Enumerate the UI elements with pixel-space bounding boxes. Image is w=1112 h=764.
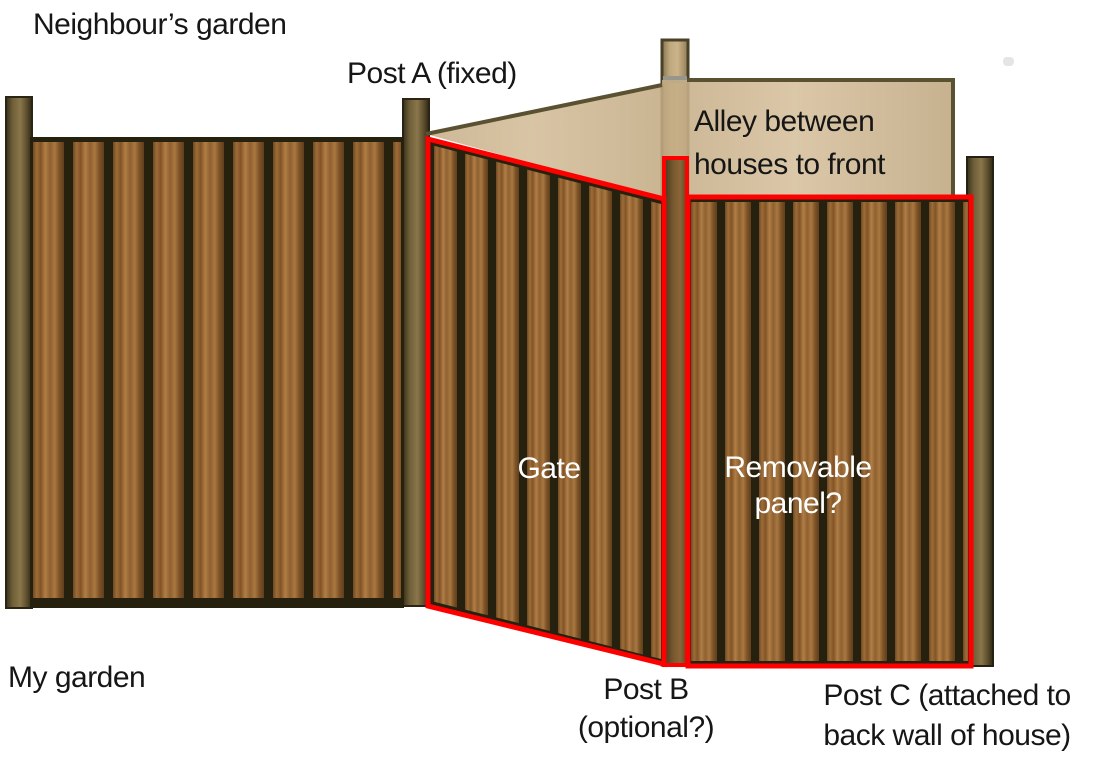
post-a — [402, 98, 430, 607]
post-b-label-line2: (optional?) — [577, 711, 715, 744]
removable-panel-label: Removable panel? — [690, 450, 906, 522]
post-b-lower — [665, 160, 687, 665]
gate-panel — [425, 135, 667, 668]
removable-panel — [685, 194, 974, 669]
post-c-label: Post C (attached to back wall of house) — [797, 676, 1097, 756]
alley-border-top-right — [687, 78, 955, 197]
alley-label: Alley between houses to front — [694, 100, 885, 186]
alley-label-line1: Alley between — [694, 105, 875, 138]
gate-slats — [431, 145, 661, 659]
my-garden-label: My garden — [8, 661, 146, 694]
alley-label-line2: houses to front — [694, 148, 885, 181]
alley-border-left-diagonal — [425, 83, 663, 136]
post-c-label-line2: back wall of house) — [823, 719, 1071, 752]
post-b-metal-band — [663, 76, 687, 83]
fixed-panel-slats — [33, 142, 401, 598]
post-c-label-line1: Post C (attached to — [823, 679, 1071, 712]
neighbours-garden-label: Neighbour’s garden — [33, 8, 287, 41]
smudge-artifact — [1003, 57, 1014, 66]
fixed-fence-panel — [30, 137, 404, 608]
gate-label: Gate — [517, 452, 581, 485]
post-b-label: Post B (optional?) — [546, 671, 746, 747]
post-b-red-outline — [662, 156, 689, 667]
removable-panel-label-line1: Removable — [724, 451, 872, 484]
post-a-label: Post A (fixed) — [347, 57, 517, 90]
removable-panel-slats — [691, 202, 968, 661]
post-b-label-line1: Post B — [603, 673, 689, 706]
removable-panel-label-line2: panel? — [754, 487, 842, 520]
left-boundary-post — [5, 96, 33, 609]
